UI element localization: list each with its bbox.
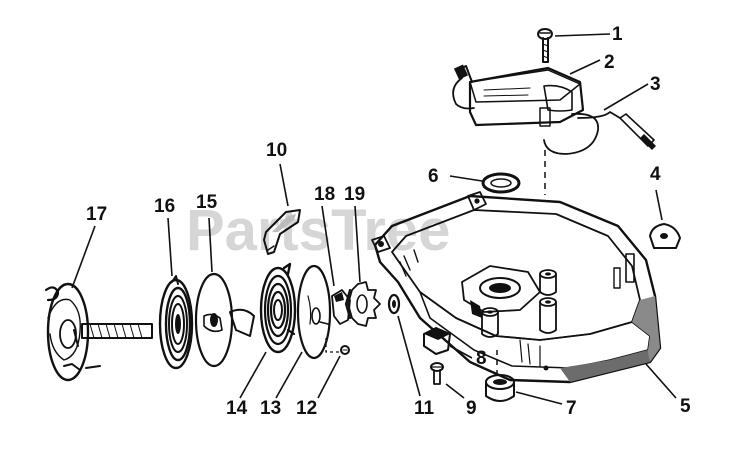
callout-9: 9	[466, 398, 477, 419]
leader-3	[603, 83, 649, 111]
callout-2: 2	[604, 52, 615, 73]
part-13-disc[interactable]	[296, 264, 332, 360]
part-8-block[interactable]	[423, 327, 451, 355]
part-5-housing[interactable]	[371, 191, 662, 384]
leader-17	[71, 225, 96, 289]
housing-post-left	[481, 307, 499, 338]
leader-5	[645, 363, 677, 399]
callout-17: 17	[86, 204, 107, 225]
leader-6	[449, 175, 483, 182]
part-18-pawl[interactable]	[331, 289, 351, 325]
part-3-wire[interactable]	[543, 111, 656, 155]
part-19-gear[interactable]	[344, 281, 381, 327]
part-2-cover[interactable]	[452, 64, 585, 127]
callout-3: 3	[650, 74, 661, 95]
leader-9	[445, 383, 465, 399]
callout-8: 8	[476, 348, 487, 369]
watermark: PartsTree	[186, 198, 450, 263]
leader-14	[239, 351, 267, 399]
part-11-ring[interactable]	[387, 293, 401, 315]
leader-12	[317, 355, 341, 399]
callout-12: 12	[296, 398, 317, 419]
housing-post-right	[539, 297, 557, 334]
housing-post-back	[539, 269, 557, 296]
leader-10	[279, 163, 289, 207]
callout-6: 6	[428, 166, 439, 187]
leader-18	[321, 205, 335, 287]
leader-19	[354, 205, 361, 283]
part-16-spring-drum[interactable]	[158, 275, 194, 370]
leader-11	[397, 315, 421, 397]
callout-7: 7	[566, 398, 577, 419]
leader-1	[554, 33, 611, 37]
part-15-pulley[interactable]	[194, 272, 255, 368]
leader-lines	[71, 33, 677, 405]
callout-15: 15	[196, 192, 218, 213]
callout-16: 16	[154, 196, 175, 217]
callout-11: 11	[414, 398, 435, 419]
leader-13	[275, 351, 303, 399]
callout-19: 19	[344, 184, 365, 205]
part-14-spring[interactable]	[259, 262, 297, 354]
leader-16	[167, 217, 173, 277]
callout-10: 10	[266, 140, 287, 161]
part-1-screw[interactable]	[537, 28, 553, 63]
callout-18: 18	[314, 184, 335, 205]
leader-2	[569, 59, 601, 75]
callout-14: 14	[226, 398, 248, 419]
leader-4	[655, 189, 663, 221]
callout-4: 4	[650, 164, 661, 185]
part-10-handle[interactable]	[263, 209, 301, 255]
part-9-bolt[interactable]	[430, 362, 444, 385]
callout-1: 1	[612, 24, 623, 45]
leader-15	[208, 217, 213, 273]
callout-5: 5	[680, 396, 691, 417]
part-12-screw[interactable]	[325, 338, 350, 355]
leader-7	[515, 391, 563, 405]
leader-8	[449, 345, 473, 359]
part-7-bushing[interactable]	[485, 374, 515, 402]
part-6-seal[interactable]	[481, 172, 521, 194]
part-17-shaft-plate[interactable]	[44, 282, 153, 382]
part-4-boot[interactable]	[649, 223, 681, 249]
callout-13: 13	[260, 398, 281, 419]
